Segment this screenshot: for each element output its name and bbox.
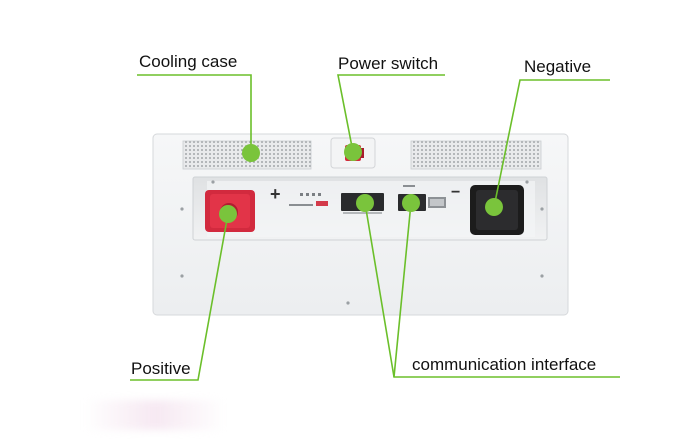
- dot-power-switch: [344, 143, 362, 161]
- dot-positive: [219, 205, 237, 223]
- dot-comm-left: [356, 194, 374, 212]
- label-power-switch: Power switch: [338, 54, 439, 73]
- label-positive: Positive: [131, 359, 191, 378]
- leader-comm-2: [393, 202, 412, 378]
- dot-negative: [485, 198, 503, 216]
- battery-case: + −: [152, 133, 569, 316]
- leader-lines: [130, 74, 620, 381]
- leader-negative: [493, 79, 610, 208]
- label-communication-interface: communication interface: [412, 355, 597, 374]
- callout-dots: [219, 143, 503, 223]
- right-vent-grille: [410, 140, 542, 170]
- minus-mark: −: [451, 184, 460, 201]
- leader-cooling-case: [137, 74, 252, 153]
- leader-power-switch: [337, 74, 445, 153]
- floor-reflection: [85, 400, 225, 430]
- label-negative: Negative: [524, 57, 592, 76]
- dot-comm-right: [402, 194, 420, 212]
- plus-mark: +: [270, 184, 281, 204]
- label-cooling-case: Cooling case: [139, 52, 238, 71]
- leader-positive: [130, 213, 229, 381]
- dot-cooling-case: [242, 144, 260, 162]
